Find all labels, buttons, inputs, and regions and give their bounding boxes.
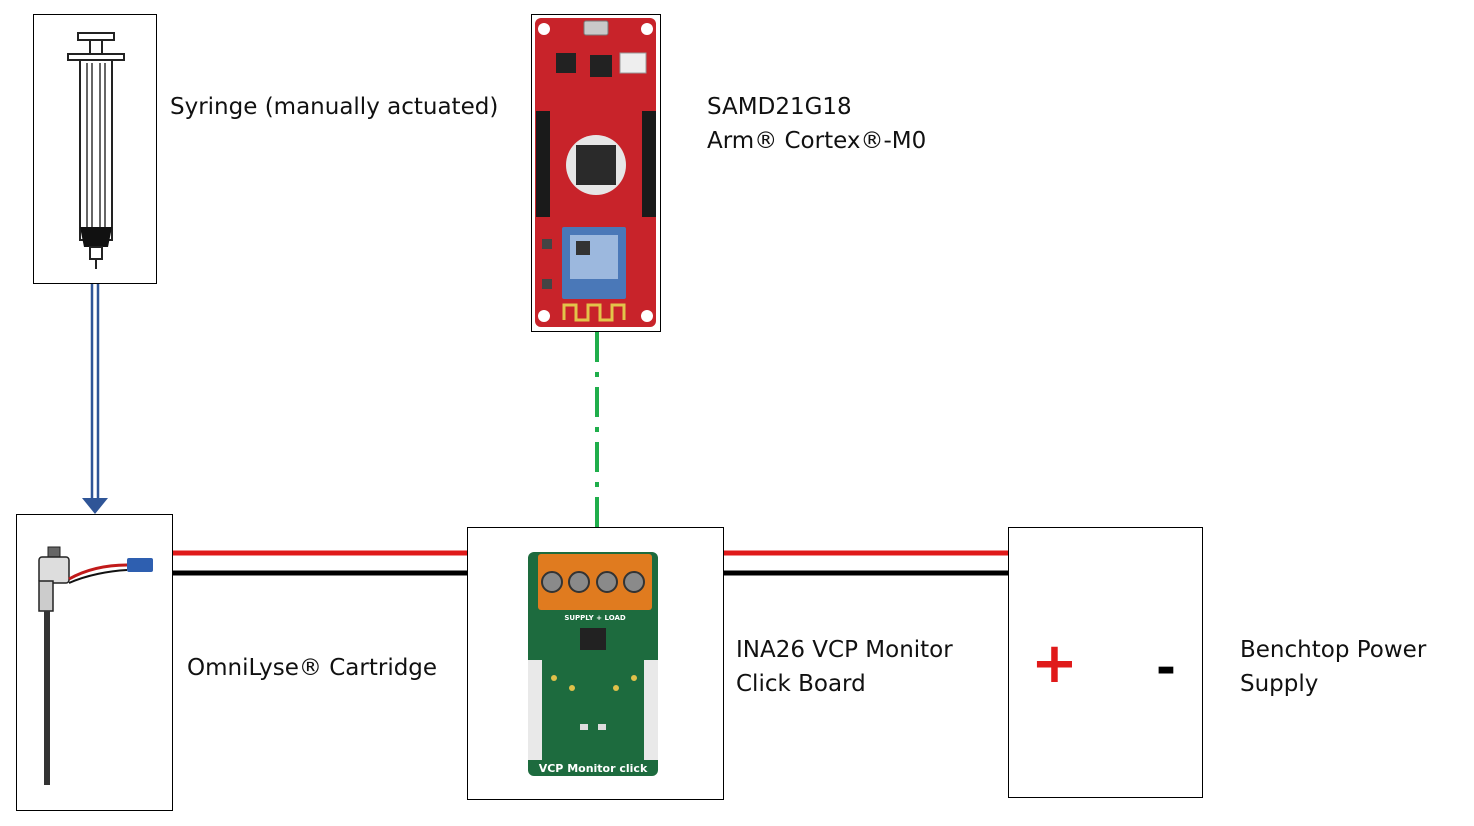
syringe-to-cartridge-arrow — [82, 284, 108, 514]
samd21-board-image — [535, 18, 656, 327]
syringe-label: Syringe (manually actuated) — [170, 94, 499, 120]
syringe-box — [33, 14, 157, 284]
monitor-label-line2: Click Board — [736, 671, 866, 697]
monitor-board-box: SUPPLY + LOAD VCP Monitor click — [467, 527, 724, 800]
syringe-icon — [67, 32, 125, 269]
cartridge-label: OmniLyse® Cartridge — [187, 655, 438, 681]
mcu-label-line2: Arm® Cortex®-M0 — [707, 128, 927, 154]
board-silkscreen-name: VCP Monitor click — [539, 762, 648, 775]
cartridge-box — [16, 514, 173, 811]
vcp-monitor-click-image: SUPPLY + LOAD VCP Monitor click — [528, 552, 658, 776]
terminal-block-label: SUPPLY + LOAD — [564, 614, 626, 622]
monitor-label-line1: INA26 VCP Monitor — [736, 637, 953, 663]
psu-label-line2: Supply — [1240, 671, 1319, 697]
psu-positive-terminal: + — [1031, 631, 1078, 696]
power-supply-box: + - — [1008, 527, 1203, 798]
omnilyse-cartridge-icon — [38, 546, 153, 785]
psu-negative-terminal: - — [1156, 640, 1176, 696]
mcu-label-line1: SAMD21G18 — [707, 94, 852, 120]
psu-label-line1: Benchtop Power — [1240, 637, 1427, 663]
mcu-board-box — [531, 14, 661, 332]
